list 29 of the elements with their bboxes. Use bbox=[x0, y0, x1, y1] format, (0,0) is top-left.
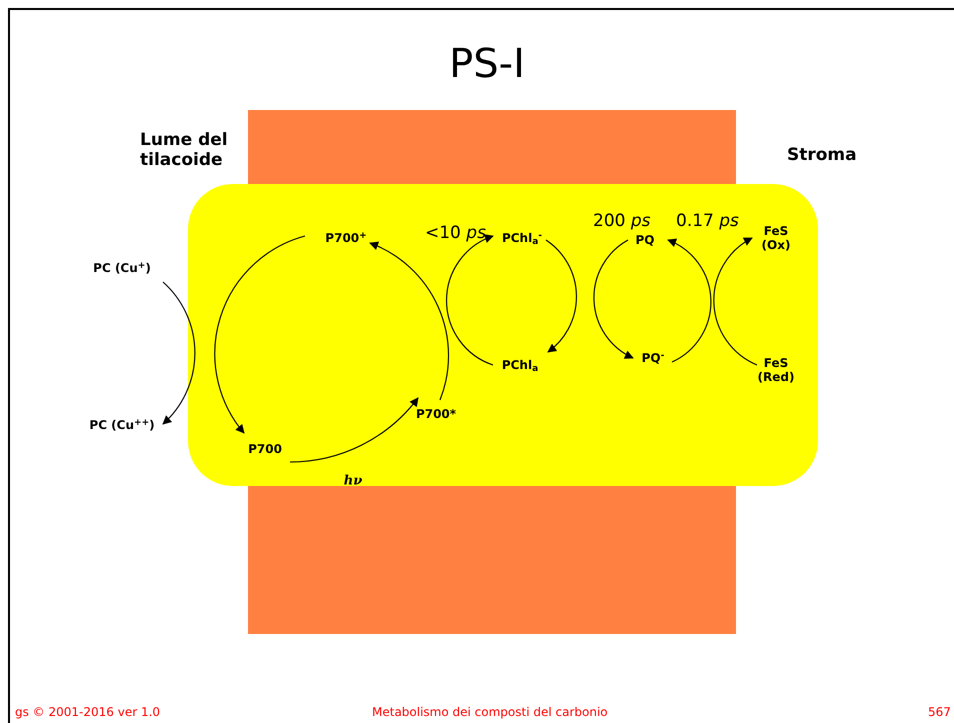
edge-label: hν bbox=[344, 472, 362, 490]
footer-text: Metabolismo dei composti del carbonio bbox=[372, 704, 608, 721]
arrow bbox=[214, 235, 306, 434]
footer-text: gs © 2001-2016 ver 1.0 bbox=[15, 704, 160, 721]
region-label: Stroma bbox=[787, 145, 857, 165]
species-label: PC (Cu$^{+}$) bbox=[93, 261, 151, 275]
time-label: 200 ps bbox=[593, 211, 651, 231]
arrow bbox=[290, 397, 419, 463]
time-label: <10 ps bbox=[425, 223, 486, 243]
species-label: FeS (Red) bbox=[751, 356, 801, 384]
arrow bbox=[546, 240, 577, 353]
title: PS-I bbox=[448, 44, 526, 84]
arrow bbox=[446, 234, 494, 366]
species-label: P700 bbox=[248, 442, 282, 456]
arrow bbox=[369, 242, 450, 400]
time-label: 0.17 ps bbox=[676, 211, 739, 231]
arrow bbox=[713, 238, 758, 366]
arrow bbox=[667, 239, 712, 362]
species-label: P700* bbox=[416, 407, 456, 421]
page-number: 567 bbox=[928, 704, 951, 721]
arrow bbox=[162, 282, 196, 425]
species-label: PQ$^{-}$ bbox=[642, 351, 664, 365]
arrow bbox=[593, 240, 634, 358]
species-label: PC (Cu$^{++}$) bbox=[89, 418, 155, 432]
species-label: FeS (Ox) bbox=[751, 224, 801, 252]
species-label: P700$^{+}$ bbox=[325, 231, 367, 245]
species-label: PQ bbox=[636, 233, 654, 247]
region-label: Lume del tilacoide bbox=[140, 130, 229, 170]
species-label: PChl$_{a}$ bbox=[502, 358, 538, 372]
